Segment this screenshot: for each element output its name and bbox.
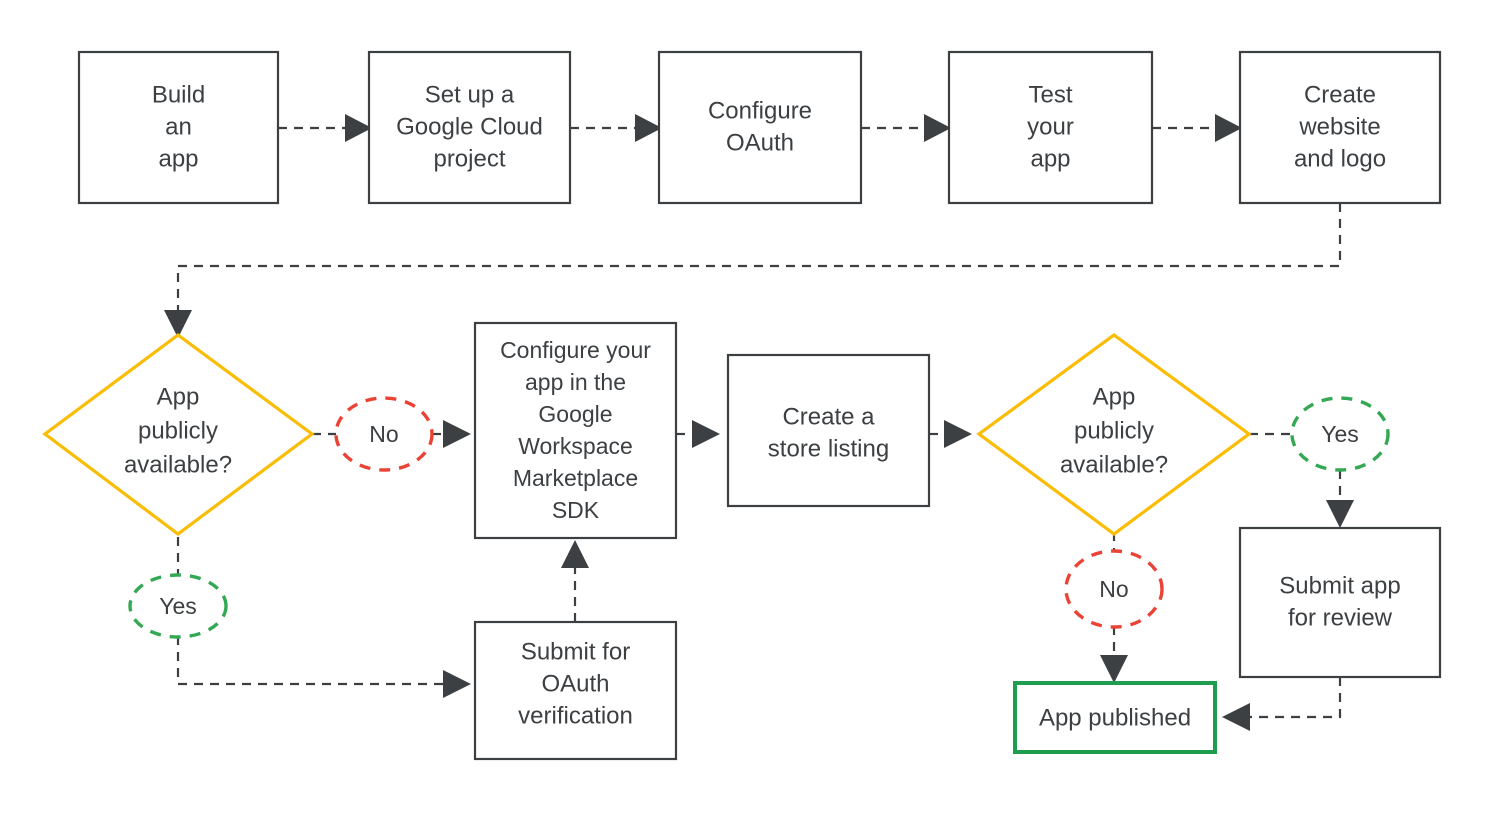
- edge-test-to-website: [1152, 114, 1242, 142]
- node-submit-review-line-1: for review: [1288, 604, 1393, 631]
- node-app-published-line-0: App published: [1039, 704, 1191, 731]
- node-decision-right-line-1: publicly: [1074, 417, 1154, 444]
- node-configure-oauth-line-0: Configure: [708, 97, 812, 124]
- node-setup-project[interactable]: Set up a Google Cloud project: [367, 50, 572, 205]
- edge-label-no-left-text: No: [369, 421, 398, 447]
- edge-label-yes-left-text: Yes: [159, 593, 197, 619]
- edge-configure-sdk-to-listing: [676, 420, 720, 448]
- node-test-app-line-2: app: [1030, 145, 1070, 172]
- node-decision-right-line-2: available?: [1060, 451, 1168, 478]
- node-submit-oauth-line-1: OAuth: [541, 670, 609, 697]
- node-setup-project-line-2: project: [433, 145, 505, 172]
- node-submit-review[interactable]: Submit app for review: [1238, 526, 1442, 679]
- edge-website-to-decision-left: [164, 203, 1342, 338]
- node-configure-oauth-line-1: OAuth: [726, 129, 794, 156]
- node-configure-sdk-line-3: Workspace: [518, 433, 633, 459]
- edge-listing-to-decision-right: [929, 420, 972, 448]
- node-create-website[interactable]: Create website and logo: [1238, 50, 1442, 205]
- edge-yes-to-submit-review: [1326, 470, 1354, 528]
- node-configure-sdk-line-2: Google: [538, 401, 612, 427]
- node-create-listing[interactable]: Create a store listing: [726, 353, 931, 508]
- node-submit-oauth-line-0: Submit for: [521, 638, 630, 665]
- edge-submit-review-to-published: [1222, 677, 1342, 731]
- node-submit-review-line-0: Submit app: [1279, 572, 1400, 599]
- node-setup-project-line-0: Set up a: [425, 81, 515, 108]
- node-setup-project-line-1: Google Cloud: [396, 113, 543, 140]
- node-decision-app-public-right[interactable]: App publicly available?: [976, 333, 1252, 536]
- edge-label-yes-right: Yes: [1290, 396, 1390, 472]
- edge-label-yes-right-text: Yes: [1321, 421, 1359, 447]
- edge-label-no-right-text: No: [1099, 576, 1128, 602]
- node-create-listing-line-0: Create a: [782, 403, 875, 430]
- node-create-website-line-2: and logo: [1294, 145, 1386, 172]
- node-configure-sdk-line-0: Configure your: [500, 337, 651, 363]
- edge-yes-to-submit-oauth: [176, 636, 471, 698]
- node-configure-sdk-line-4: Marketplace: [513, 465, 638, 491]
- node-create-website-line-1: website: [1298, 113, 1380, 140]
- edge-setup-to-oauth: [570, 114, 662, 142]
- node-decision-left-line-2: available?: [124, 451, 232, 478]
- node-test-app[interactable]: Test your app: [947, 50, 1154, 205]
- edge-no-to-app-published: [1100, 626, 1128, 683]
- edge-label-yes-left: Yes: [128, 573, 228, 639]
- node-decision-left-line-0: App: [157, 383, 200, 410]
- node-configure-sdk-line-5: SDK: [552, 497, 600, 523]
- node-decision-app-public-left[interactable]: App publicly available?: [42, 333, 315, 536]
- node-decision-left-line-1: publicly: [138, 417, 218, 444]
- edge-no-to-configure-sdk: [432, 420, 471, 448]
- node-app-published[interactable]: App published: [1013, 681, 1217, 754]
- node-submit-oauth[interactable]: Submit for OAuth verification: [473, 620, 678, 761]
- edge-label-no-right: No: [1064, 549, 1164, 629]
- node-configure-oauth[interactable]: Configure OAuth: [657, 50, 863, 205]
- node-create-website-line-0: Create: [1304, 81, 1376, 108]
- node-create-listing-line-1: store listing: [768, 435, 889, 462]
- node-configure-sdk-line-1: app in the: [525, 369, 626, 395]
- node-build-app-line-1: an: [165, 113, 192, 140]
- node-submit-oauth-line-2: verification: [518, 702, 633, 729]
- node-decision-right-line-0: App: [1093, 383, 1136, 410]
- edge-build-to-setup: [278, 114, 372, 142]
- node-build-app[interactable]: Build an app: [77, 50, 280, 205]
- node-test-app-line-1: your: [1027, 113, 1074, 140]
- edge-submit-oauth-to-configure-sdk: [561, 540, 589, 622]
- node-test-app-line-0: Test: [1028, 81, 1072, 108]
- edge-label-no-left: No: [334, 396, 434, 472]
- edge-oauth-to-test: [861, 114, 951, 142]
- node-build-app-line-2: app: [158, 145, 198, 172]
- node-build-app-line-0: Build: [152, 81, 205, 108]
- node-configure-sdk[interactable]: Configure your app in the Google Workspa…: [473, 321, 678, 540]
